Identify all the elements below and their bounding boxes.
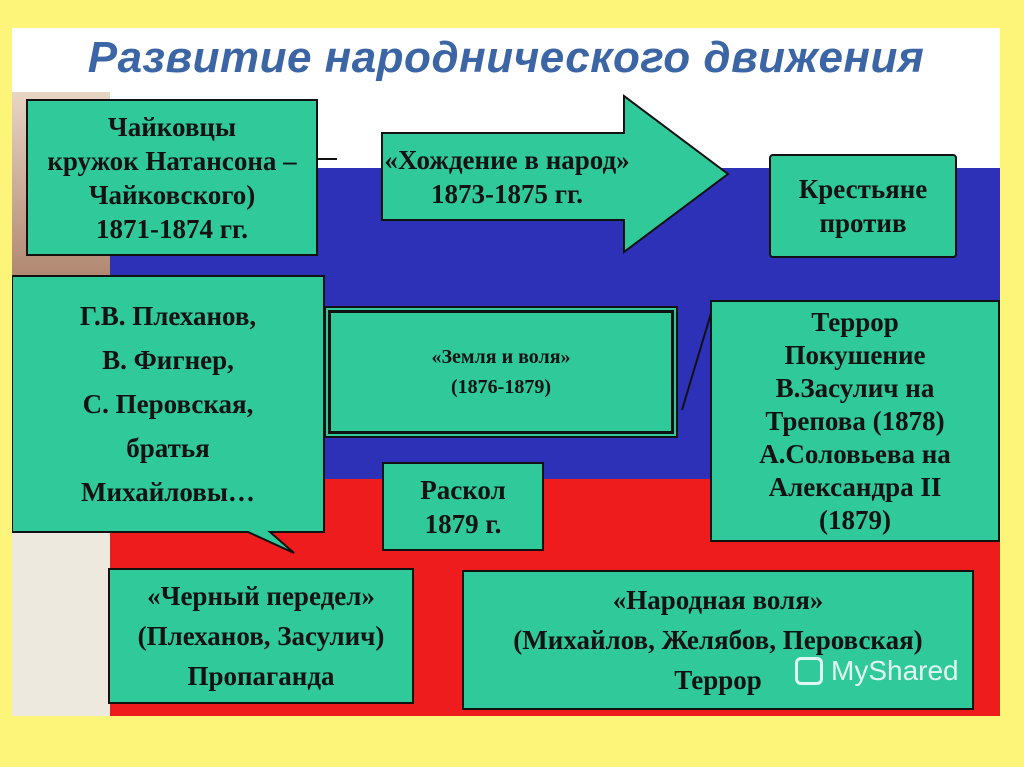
raskol-box: Раскол 1879 г.: [382, 462, 544, 551]
watermark: MyShared: [795, 655, 959, 687]
chaikovtsy-box: Чайковцы кружок Натансона – Чайковского)…: [26, 99, 318, 256]
slide: Развитие народнического движения «Хожден…: [12, 28, 1000, 716]
page-title: Развитие народнического движения: [87, 33, 925, 82]
connector-lines: [317, 158, 713, 411]
personalii-bubble: [12, 275, 325, 554]
personalii-label: Г.В. Плеханов, В. Фигнер, С. Перовская, …: [79, 301, 257, 507]
zemlya-i-volya-box: «Земля и воля» (1876-1879): [328, 310, 674, 434]
khozhdenie-arrow: [381, 94, 730, 254]
narodnaya-volya-box: «Народная воля» (Михайлов, Желябов, Перо…: [462, 570, 974, 710]
krestyane-box: Крестьяне против: [769, 154, 957, 258]
watermark-text: MyShared: [831, 655, 959, 686]
terror-box: Террор Покушение В.Засулич на Трепова (1…: [710, 300, 1000, 542]
khozhdenie-label: «Хождение в народ» 1873-1875 гг.: [384, 144, 630, 209]
chernyi-peredel-box: «Черный передел» (Плеханов, Засулич) Про…: [108, 568, 414, 704]
presentation-icon: [795, 657, 823, 685]
portrait-image-lower: [12, 528, 110, 716]
